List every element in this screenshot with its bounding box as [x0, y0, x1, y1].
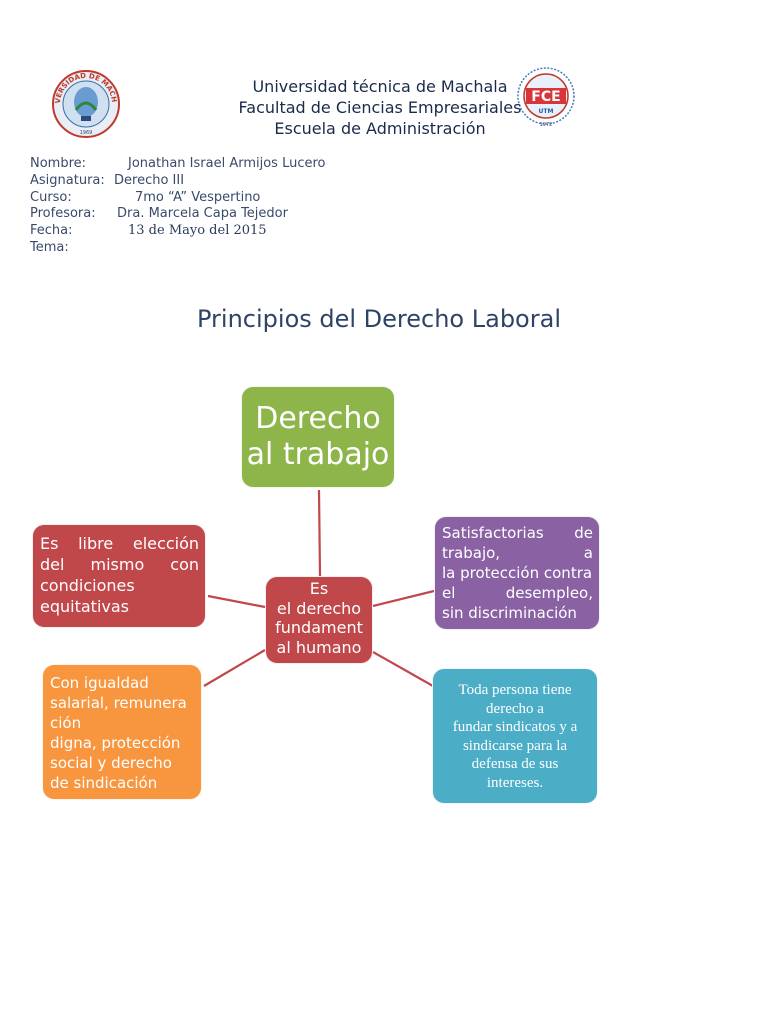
faculty-logo-small: UTM	[539, 108, 554, 115]
node-left-line-3: condiciones	[40, 575, 199, 596]
word: el	[442, 584, 456, 602]
node-satisfactorias: Satisfactorias de trabajo, a la protecci…	[434, 516, 600, 630]
university-name: Universidad técnica de Machala	[252, 77, 508, 96]
word: sin discriminación	[442, 604, 577, 622]
faculty-logo-icon: FCE UTM 1972	[517, 67, 575, 128]
tema-label: Tema:	[30, 239, 69, 255]
word: mismo	[90, 555, 145, 574]
connector-bottom-right	[372, 651, 434, 687]
nombre-label: Nombre:	[30, 156, 87, 171]
faculty-name: Facultad de Ciencias Empresariales	[238, 98, 522, 117]
node-blue-line-6: intereses.	[486, 774, 544, 791]
node-blue-line-3: fundar sindicatos y a	[452, 719, 578, 736]
school-name: Escuela de Administración	[274, 119, 486, 138]
node-top-line-1: Derecho	[255, 401, 381, 436]
node-center-line-3: fundament	[275, 618, 363, 637]
word: de	[574, 524, 593, 542]
node-orange-line-2: salarial, remunera	[50, 694, 187, 712]
node-blue-line-4: sindicarse para la	[462, 737, 568, 754]
word: Satisfactorias	[442, 524, 544, 542]
university-seal-icon: UNIVERSIDAD DE MACHALA 1969	[46, 66, 120, 138]
faculty-logo-text: FCE	[531, 89, 560, 105]
node-orange-line-4: digna, protección	[50, 734, 181, 752]
connector-bottom-left	[203, 649, 266, 687]
node-blue-line-5: defensa de sus	[471, 756, 559, 773]
node-right-line-3: la protección contra	[442, 563, 593, 583]
word: a	[583, 544, 593, 562]
node-derecho-al-trabajo: Derecho al trabajo	[241, 386, 395, 488]
word: la protección contra	[442, 564, 593, 582]
connector-left	[207, 594, 266, 609]
connector-top	[317, 489, 322, 577]
document-header: Universidad técnica de Machala Facultad …	[200, 76, 560, 139]
node-center-line-1: Es	[309, 579, 329, 598]
word: elección	[132, 534, 199, 553]
word: Es	[40, 534, 59, 553]
node-left-line-2: del mismo con	[40, 554, 199, 575]
faculty-logo-year: 1972	[540, 122, 553, 128]
node-blue-line-1: Toda persona tiene	[458, 682, 572, 698]
nombre-value: Jonathan Israel Armijos Lucero	[128, 156, 326, 171]
word: equitativas	[40, 597, 129, 616]
word: trabajo,	[442, 544, 501, 562]
curso-value: 7mo “A” Vespertino	[135, 189, 261, 205]
node-left-line-4: equitativas	[40, 596, 199, 617]
asignatura-label: Asignatura:	[30, 172, 105, 188]
curso-label: Curso:	[30, 189, 72, 205]
word: condiciones	[40, 576, 135, 595]
node-right-line-4: el desempleo,	[442, 583, 593, 603]
profesora-value: Dra. Marcela Capa Tejedor	[117, 206, 288, 222]
document-title: Principios del Derecho Laboral	[197, 305, 561, 333]
seal-year: 1969	[80, 130, 93, 136]
node-left-line-1: Es libre elección	[40, 533, 199, 554]
node-orange-line-5: social y derecho	[50, 754, 172, 772]
word: desempleo,	[505, 584, 593, 602]
node-right-line-5: sin discriminación	[442, 603, 593, 623]
node-blue-line-2: derecho a	[486, 700, 544, 717]
node-sindicatos: Toda persona tiene derecho a fundar sind…	[432, 668, 598, 804]
fecha-label: Fecha:	[30, 223, 73, 239]
node-orange-line-1: Con igualdad	[50, 674, 149, 692]
word: libre	[78, 534, 114, 553]
word: con	[170, 555, 199, 574]
node-right-line-1: Satisfactorias de	[442, 523, 593, 543]
node-orange-line-3: ción	[50, 714, 82, 732]
asignatura-value: Derecho III	[114, 172, 185, 188]
connector-right	[372, 589, 435, 608]
fecha-value: 13 de Mayo del 2015	[128, 223, 267, 239]
node-center-line-2: el derecho	[276, 598, 362, 618]
node-top-line-2: al trabajo	[246, 437, 390, 472]
node-orange-line-6: de sindicación	[50, 774, 158, 792]
node-igualdad-salarial: Con igualdad salarial, remunera ción dig…	[42, 664, 202, 800]
profesora-label: Profesora:	[30, 206, 96, 222]
node-center-line-4: al humano	[276, 637, 362, 657]
node-right-line-2: trabajo, a	[442, 543, 593, 563]
node-center: Es el derecho fundament al humano	[265, 576, 373, 664]
word: del	[40, 555, 65, 574]
node-libre-eleccion: Es libre elección del mismo con condicio…	[32, 524, 206, 628]
